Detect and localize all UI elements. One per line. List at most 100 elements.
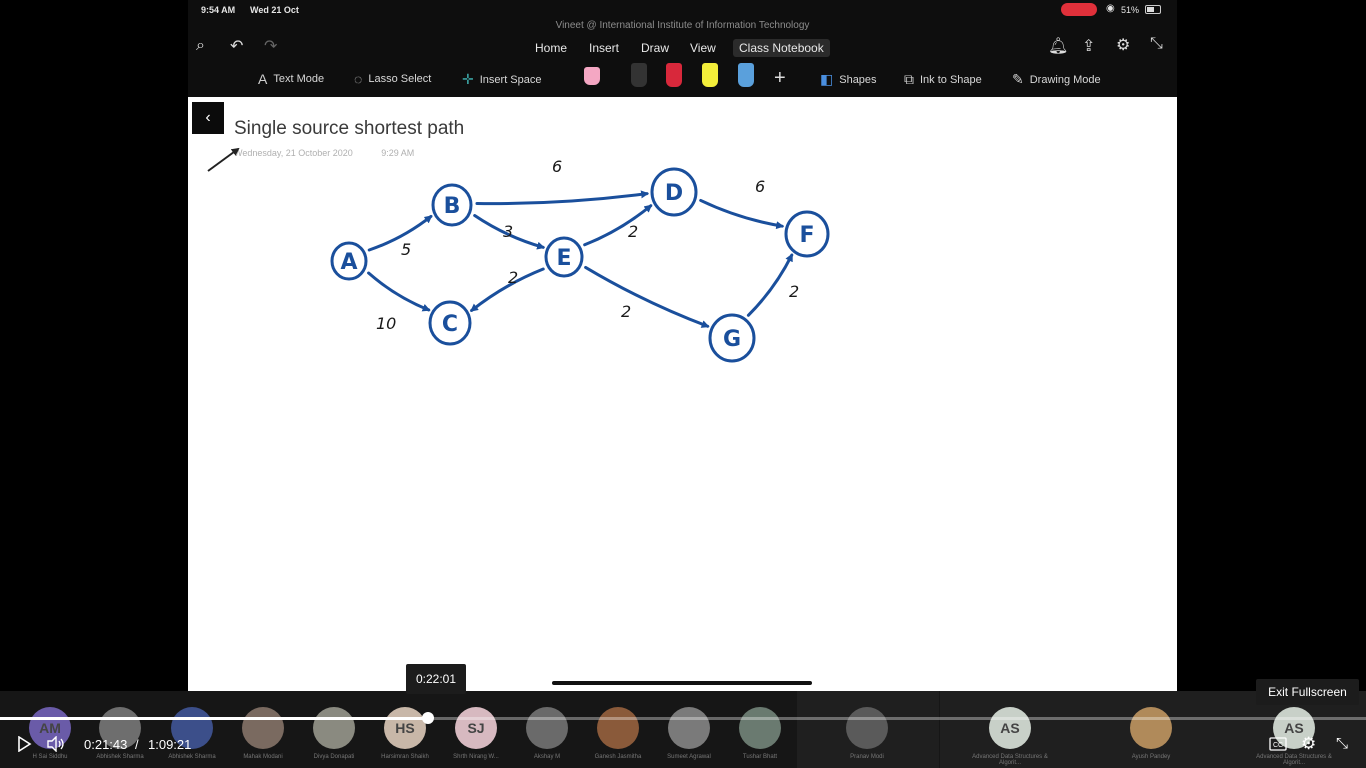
participant-avatar[interactable] xyxy=(526,707,568,749)
bell-icon[interactable]: 🔔︎ xyxy=(1048,38,1069,55)
participant-avatar[interactable] xyxy=(1130,707,1172,749)
edge-b-e xyxy=(473,214,546,250)
drawing-mode-icon: ✎ xyxy=(1012,71,1024,87)
onenote-menubar: ⌕ ↶ ↷ Home Insert Draw View Class Notebo… xyxy=(188,33,1177,61)
back-button[interactable]: ‹ xyxy=(192,102,224,134)
redo-icon[interactable]: ↷ xyxy=(264,38,278,55)
edge-g-f xyxy=(746,253,794,317)
time-separator: / xyxy=(135,737,139,752)
home-indicator xyxy=(552,681,812,685)
edge-e-g xyxy=(584,265,710,328)
gear-icon[interactable]: ⚙ xyxy=(1116,37,1131,54)
add-pen-icon[interactable]: + xyxy=(774,67,786,89)
participant-name: Sumeet Agrawal xyxy=(667,754,711,760)
participant-avatar[interactable] xyxy=(668,707,710,749)
participant-avatar[interactable] xyxy=(171,707,213,749)
tab-insert[interactable]: Insert xyxy=(589,41,620,55)
svg-text:CC: CC xyxy=(1273,742,1283,749)
drawing-mode-button[interactable]: ✎ Drawing Mode xyxy=(1012,71,1101,88)
shared-screen: 9:54 AM Wed 21 Oct ◉ 51% Vineet @ Intern… xyxy=(188,0,1177,691)
page-time: 9:29 AM xyxy=(381,148,415,158)
node-g: G xyxy=(708,313,756,363)
black-pen-tool[interactable] xyxy=(631,63,647,87)
exit-fullscreen-icon[interactable]: ⤡ xyxy=(1336,735,1349,752)
participant-name: Tushar Bhatt xyxy=(742,754,778,760)
participant-name: Divya Donapati xyxy=(313,754,355,760)
tab-view[interactable]: View xyxy=(690,41,716,55)
notebook-page[interactable]: ‹ Single source shortest path Wednesday,… xyxy=(188,97,1177,691)
captions-icon[interactable]: CC xyxy=(1269,737,1287,751)
play-icon[interactable] xyxy=(16,736,32,752)
page-title: Single source shortest path xyxy=(234,118,465,139)
participant-avatar[interactable]: AS xyxy=(989,707,1031,749)
participant-avatar[interactable]: AM xyxy=(29,707,71,749)
participant-avatar[interactable] xyxy=(739,707,781,749)
tab-home[interactable]: Home xyxy=(535,41,568,55)
settings-gear-icon[interactable]: ⚙ xyxy=(1301,734,1317,753)
tab-draw[interactable]: Draw xyxy=(641,41,670,55)
edge-weight-a-c: 10 xyxy=(376,314,396,333)
search-icon[interactable]: ⌕ xyxy=(196,37,205,54)
participant-avatar[interactable]: SJ xyxy=(455,707,497,749)
lasso-select-button[interactable]: ◌ Lasso Select xyxy=(354,71,431,87)
shapes-label: Shapes xyxy=(839,73,877,86)
edge-weight-e-g: 2 xyxy=(621,302,631,321)
duration: 1:09:21 xyxy=(148,737,192,752)
tab-class-notebook[interactable]: Class Notebook xyxy=(733,39,830,57)
participant-avatar[interactable] xyxy=(313,707,355,749)
share-icon[interactable]: ⇪ xyxy=(1082,38,1096,55)
annotation-arrow xyxy=(207,147,240,172)
ink-to-shape-icon: ⧉ xyxy=(904,71,914,87)
edge-b-d xyxy=(475,190,650,206)
insert-space-button[interactable]: ✛ Insert Space xyxy=(462,71,542,88)
progress-fill xyxy=(0,717,429,720)
edge-weight-d-f: 6 xyxy=(755,177,765,196)
ink-to-shape-button[interactable]: ⧉ Ink to Shape xyxy=(904,71,982,88)
page-meta: Wednesday, 21 October 2020 9:29 AM xyxy=(234,148,440,158)
blue-pen-tool[interactable] xyxy=(738,63,754,87)
exit-fullscreen-tooltip: Exit Fullscreen xyxy=(1256,679,1359,705)
red-pen-tool[interactable] xyxy=(666,63,682,87)
progress-scrubber[interactable] xyxy=(422,712,435,724)
yellow-highlighter-tool[interactable] xyxy=(702,63,718,87)
recording-indicator xyxy=(1061,3,1097,16)
edge-d-f xyxy=(699,198,785,230)
ipad-status-bar: 9:54 AM Wed 21 Oct ◉ 51% xyxy=(188,0,1177,20)
collapse-icon[interactable]: ⤡ xyxy=(1150,35,1163,52)
edge-a-b xyxy=(367,214,433,252)
shapes-button[interactable]: ◧ Shapes xyxy=(820,71,877,88)
participant-avatar[interactable]: HS xyxy=(384,707,426,749)
undo-icon[interactable]: ↶ xyxy=(230,38,244,55)
participant-name: Abhishek Sharma xyxy=(96,754,144,760)
participant-name: Advanced Data Structures & Algorit... xyxy=(1256,754,1332,766)
participant-avatar[interactable] xyxy=(597,707,639,749)
progress-bar[interactable] xyxy=(0,712,1366,724)
node-d: D xyxy=(650,167,698,217)
edge-a-c xyxy=(367,271,431,312)
edge-weight-b-e: 3 xyxy=(503,222,513,241)
participant-name: Ganesh Jasmitha xyxy=(594,754,642,760)
participant-avatar[interactable] xyxy=(242,707,284,749)
battery-icon xyxy=(1145,5,1161,14)
participant-avatar[interactable]: AS xyxy=(1273,707,1315,749)
participant-avatar[interactable] xyxy=(846,707,888,749)
page-date: Wednesday, 21 October 2020 xyxy=(234,148,353,158)
text-mode-button[interactable]: A Text Mode xyxy=(258,71,324,87)
participant-avatar[interactable] xyxy=(99,707,141,749)
participant-name: Shrth Nirang W... xyxy=(453,754,499,760)
eraser-tool[interactable] xyxy=(584,67,600,85)
participant-name: Harsimran Shaikh xyxy=(381,754,429,760)
node-a: A xyxy=(330,241,368,281)
edge-weight-a-b: 5 xyxy=(401,240,411,259)
participant-name: Abhishek Sharma xyxy=(168,754,216,760)
participant-name: Mahak Modani xyxy=(243,754,283,760)
participant-name: Ayush Pandey xyxy=(1131,754,1171,760)
edge-e-d xyxy=(583,204,653,247)
status-time: 9:54 AM xyxy=(201,5,236,15)
participant-name: Akshay M xyxy=(533,754,561,760)
node-c: C xyxy=(428,300,472,346)
volume-icon[interactable] xyxy=(46,736,66,752)
